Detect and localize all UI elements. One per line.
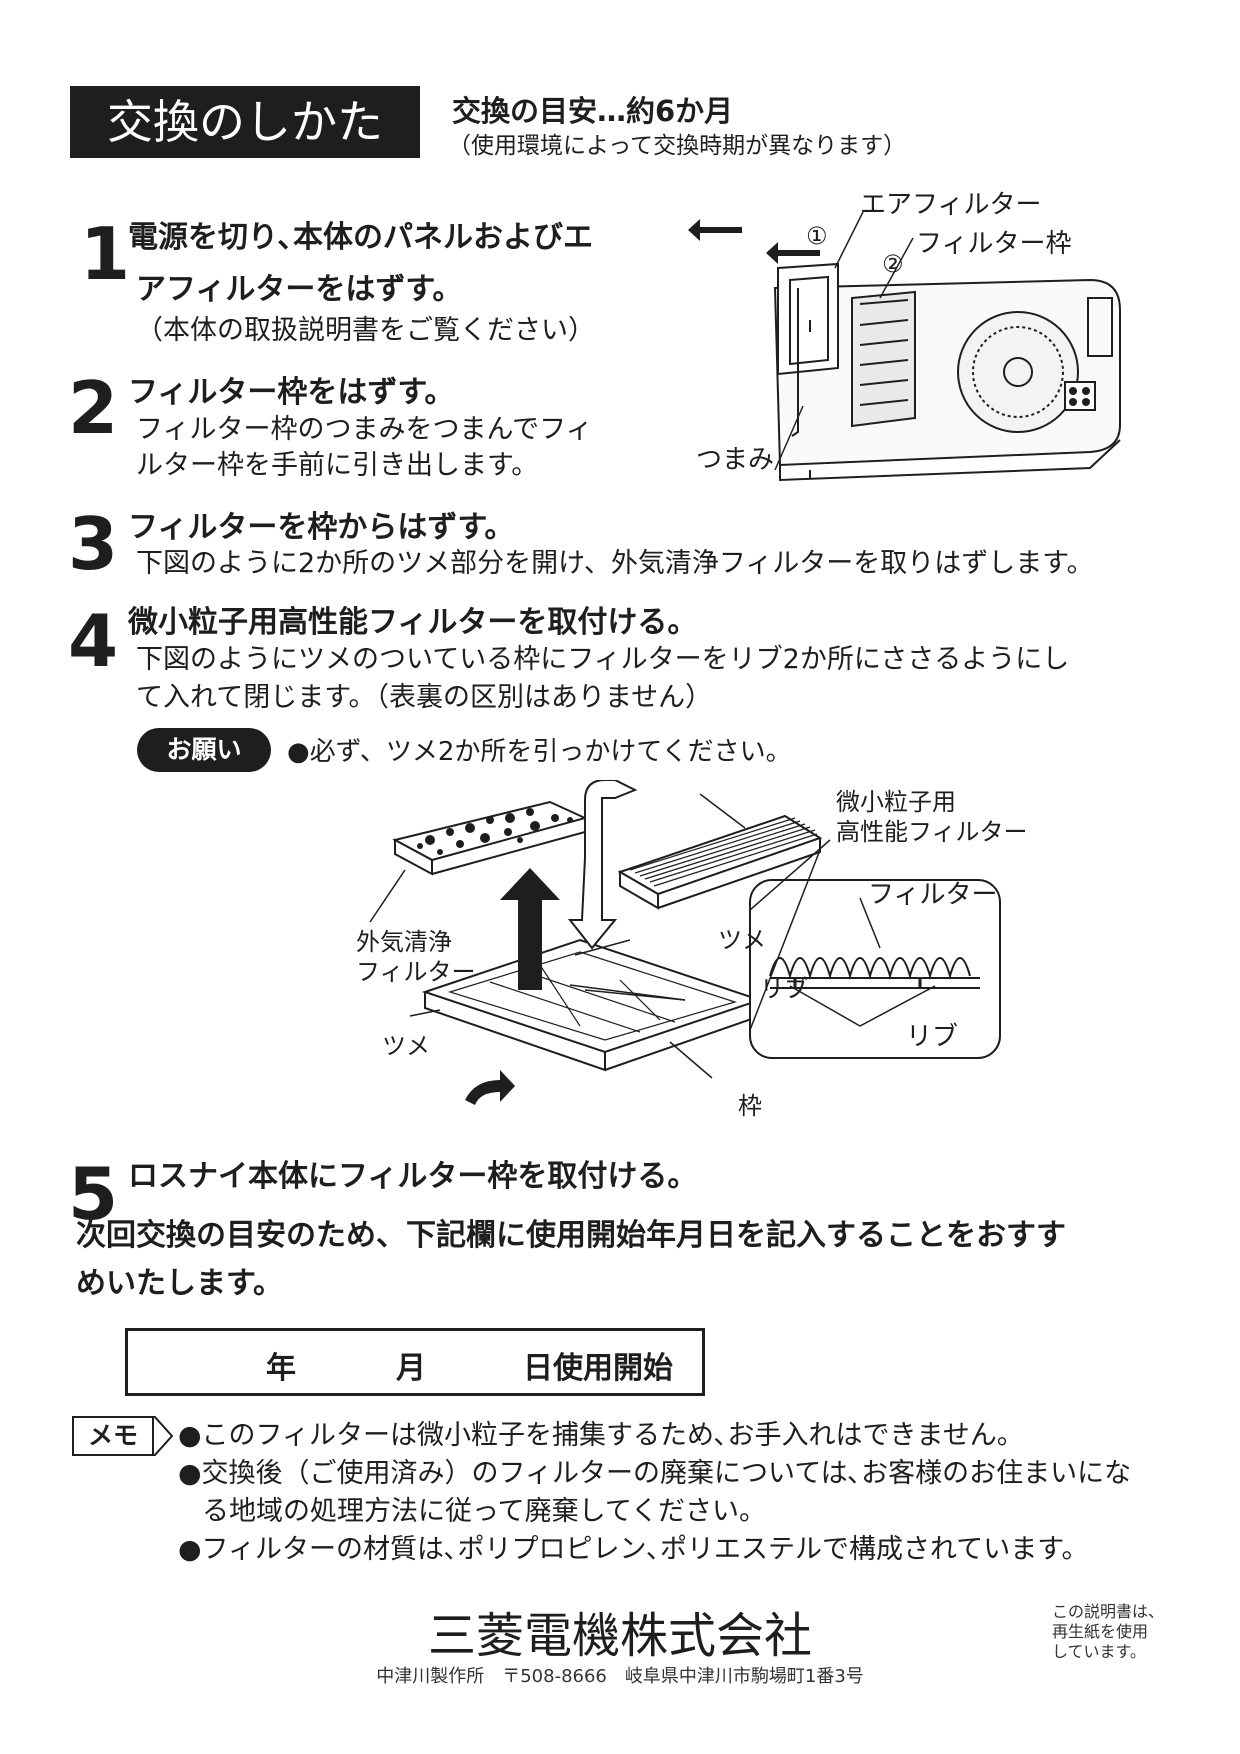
- step-1-heading-line1: 電源を切り､本体のパネルおよびエ: [128, 220, 593, 255]
- marker-1: ①: [806, 222, 828, 250]
- step-2-heading: フィルター枠をはずす。: [128, 375, 455, 410]
- step-2-body-line2: ルター枠を手前に引き出します。: [136, 450, 539, 481]
- label-rib: リブ: [760, 975, 808, 1003]
- label-detail-filter: フィルター: [868, 880, 998, 910]
- label-frame: 枠: [738, 1092, 762, 1120]
- replacement-guideline: 交換の目安…約6か月: [452, 94, 734, 128]
- memo-item-1: ●このフィルターは微小粒子を捕集するため､お手入れはできません。: [178, 1420, 1024, 1451]
- date-month-label: 月: [396, 1351, 426, 1386]
- step-5-heading: ロスナイ本体にフィルター枠を取付ける。: [128, 1159, 698, 1194]
- step-4-number: 4: [68, 599, 119, 683]
- step-2-number: 2: [68, 366, 119, 450]
- step-2-body-line1: フィルター枠のつまみをつまんでフィ: [136, 414, 593, 445]
- label-claw-upper: ツメ: [718, 926, 766, 954]
- label-hepa-line1: 微小粒子用: [836, 788, 956, 816]
- label-hepa-line2: 高性能フィルター: [836, 818, 1028, 846]
- step-5-number: 5: [68, 1152, 119, 1236]
- recommend-line2: めいたします。: [76, 1266, 283, 1301]
- label-outer-filter-line2: フィルター: [356, 958, 476, 986]
- label-outer-filter-line1: 外気清浄: [356, 928, 452, 956]
- label-air-filter: エアフィルター: [860, 190, 1042, 220]
- marker-2: ②: [882, 250, 904, 278]
- step-1-heading-line2: アフィルターをはずす。: [136, 272, 463, 307]
- company-name: 三菱電機株式会社: [427, 1608, 812, 1664]
- step-4-body-line2: て入れて閉じます。（表裏の区別はありません）: [136, 682, 713, 713]
- date-day-start-label: 日使用開始: [523, 1351, 673, 1386]
- recycle-line2: 再生紙を使用: [1052, 1622, 1149, 1641]
- recycled-paper-note: この説明書は、 再生紙を使用 しています。: [1052, 1602, 1164, 1662]
- label-detail-rib: リブ: [906, 1022, 959, 1052]
- step-1-number: 1: [80, 212, 131, 296]
- replacement-guideline-note: （使用環境によって交換時期が異なります）: [448, 133, 907, 159]
- step-4-body-line1: 下図のようにツメのついている枠にフィルターをリブ2か所にささるようにし: [136, 644, 1070, 675]
- start-date-field[interactable]: 年 月 日使用開始: [125, 1328, 705, 1396]
- notice-text: ●必ず、ツメ2か所を引っかけてください。: [287, 737, 792, 767]
- step-3-number: 3: [68, 502, 119, 586]
- label-filter-frame: フィルター枠: [916, 229, 1072, 259]
- recycle-line3: しています。: [1052, 1642, 1146, 1661]
- step-1-body: （本体の取扱説明書をご覧ください）: [136, 315, 595, 346]
- step-4-heading: 微小粒子用高性能フィルターを取付ける。: [128, 605, 698, 640]
- memo-item-3: ●フィルターの材質は､ポリプロピレン､ポリエステルで構成されています。: [178, 1534, 1089, 1565]
- notice-tag: お願い: [137, 728, 271, 772]
- memo-tag-arrow-icon: [154, 1416, 174, 1456]
- company-address: 中津川製作所 〒508-8666 岐阜県中津川市駒場町1番3号: [376, 1666, 864, 1687]
- recycle-line1: この説明書は、: [1052, 1602, 1165, 1621]
- memo-item-2: ●交換後（ご使用済み）のフィルターの廃棄については､お客様のお住まいにな: [178, 1458, 1132, 1489]
- memo-item-2-cont: る地域の処理方法に従って廃棄してください。: [202, 1496, 767, 1527]
- label-claw-lower: ツメ: [382, 1032, 430, 1060]
- date-year-label: 年: [266, 1351, 296, 1386]
- recommend-line1: 次回交換の目安のため、下記欄に使用開始年月日を記入することをおすす: [76, 1218, 1066, 1253]
- memo-tag: メモ: [72, 1416, 154, 1456]
- filter-assembly-diagram: [369, 780, 1001, 1105]
- page-title: 交換のしかた: [70, 86, 420, 158]
- label-knob: つまみ: [696, 445, 775, 475]
- step-3-body: 下図のように2か所のツメ部分を開け、外気清浄フィルターを取りはずします。: [136, 548, 1094, 579]
- step-3-heading: フィルターを枠からはずす。: [128, 510, 515, 545]
- unit-diagram: [688, 211, 1121, 482]
